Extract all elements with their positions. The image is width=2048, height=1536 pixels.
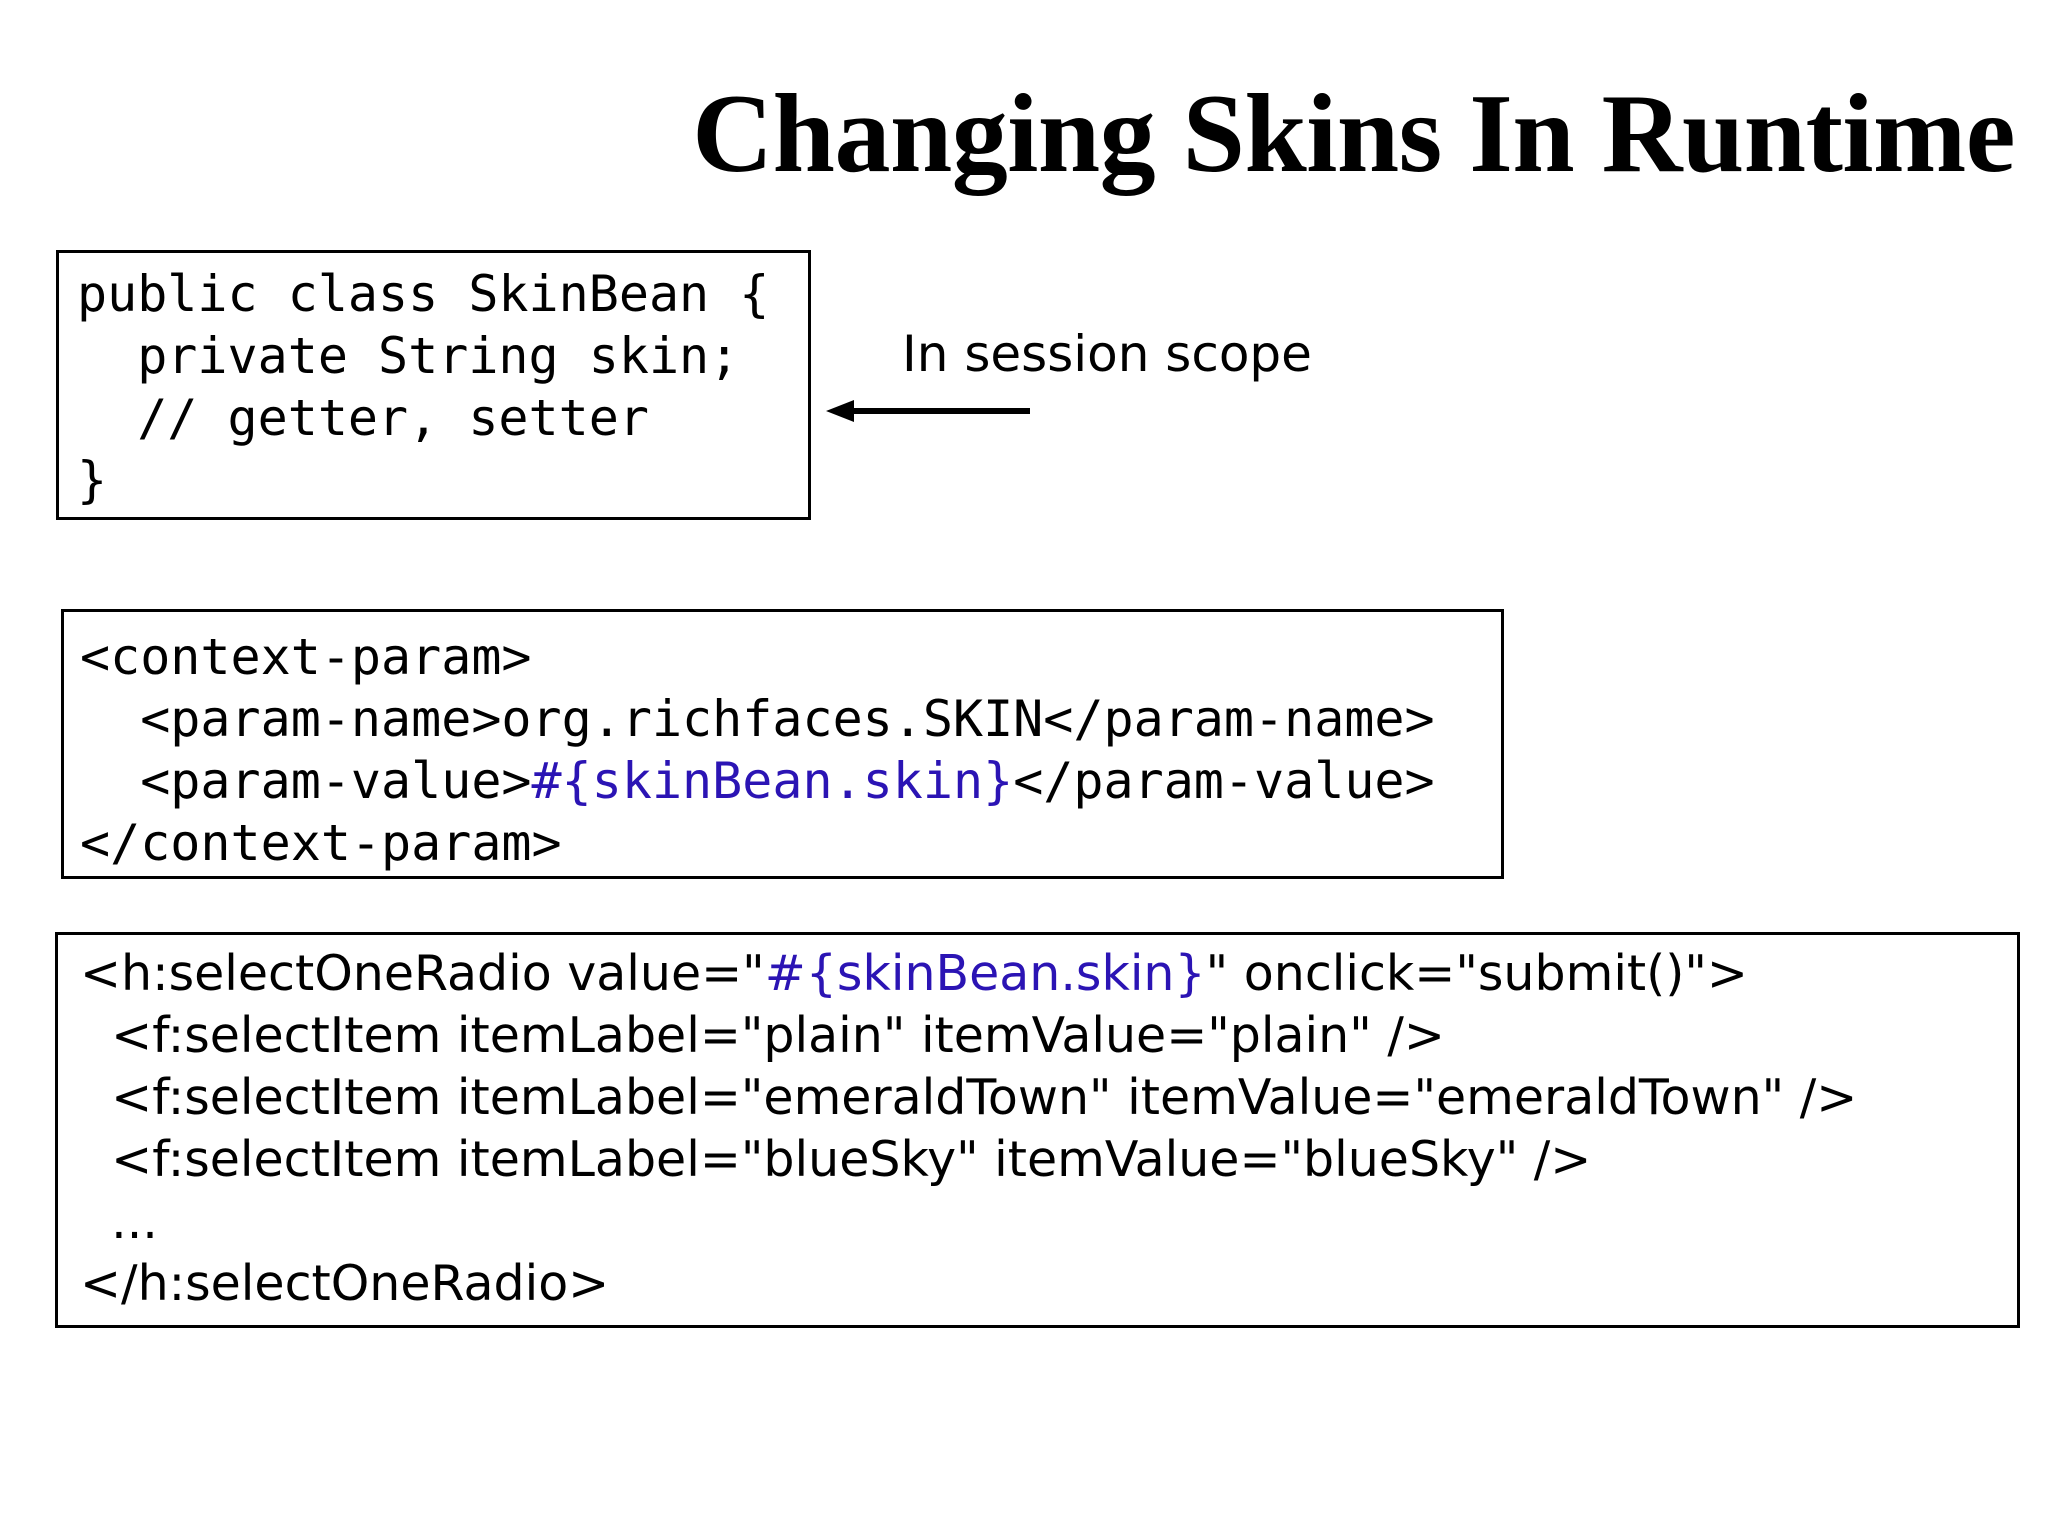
xml-code-segment: <param-value>: [80, 752, 532, 810]
jsf-code-line: <f:selectItem itemLabel="plain" itemValu…: [80, 1007, 1445, 1064]
el-expression-highlight: #{skinBean.skin}: [764, 945, 1206, 1002]
xml-code-line: <param-name>org.richfaces.SKIN</param-na…: [80, 690, 1435, 748]
xml-code-line: <context-param>: [80, 628, 532, 686]
jsf-code-line: </h:selectOneRadio>: [80, 1255, 610, 1312]
java-code-line: public class SkinBean {: [77, 265, 770, 323]
jsf-code-segment: " onclick="submit()">: [1205, 945, 1748, 1002]
el-expression-highlight: #{skinBean.skin}: [531, 752, 1014, 810]
jsf-code-line: <f:selectItem itemLabel="blueSky" itemVa…: [80, 1131, 1592, 1188]
java-code-line: private String skin;: [77, 327, 740, 385]
session-scope-annotation: In session scope: [902, 325, 1312, 383]
java-code-box: public class SkinBean { private String s…: [56, 250, 811, 520]
java-code-line: }: [77, 451, 108, 509]
xml-code-box: <context-param> <param-name>org.richface…: [61, 609, 1504, 879]
xml-code-line: </context-param>: [80, 814, 562, 872]
java-code-line: // getter, setter: [77, 389, 649, 447]
jsf-code-segment: <h:selectOneRadio value=": [80, 945, 765, 1002]
slide-title: Changing Skins In Runtime: [692, 72, 2015, 196]
jsf-code-line: <f:selectItem itemLabel="emeraldTown" it…: [80, 1069, 1858, 1126]
xml-code-segment: </param-value>: [1013, 752, 1435, 810]
left-arrow-icon: [826, 400, 1030, 422]
xml-code-line: <param-value>#{skinBean.skin}</param-val…: [80, 750, 1435, 812]
jsf-code-line: ...: [80, 1193, 158, 1250]
jsf-code-box: <h:selectOneRadio value="#{skinBean.skin…: [55, 932, 2020, 1328]
jsf-code-line: <h:selectOneRadio value="#{skinBean.skin…: [80, 943, 1748, 1005]
